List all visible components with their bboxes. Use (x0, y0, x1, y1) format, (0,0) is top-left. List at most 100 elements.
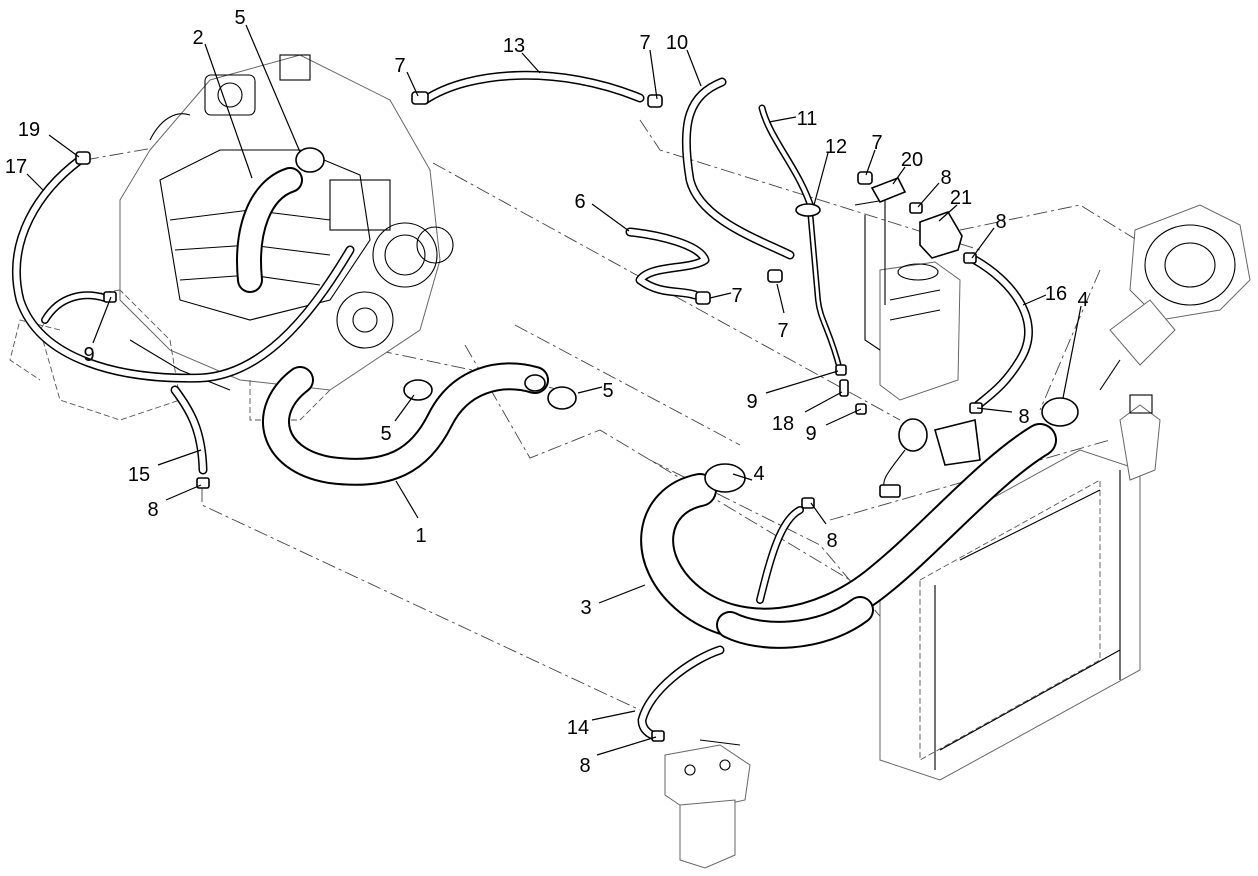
callout-number: 7 (871, 132, 882, 154)
air-cleaner (1099, 204, 1251, 391)
leader-line (976, 407, 1013, 413)
leader-line (776, 283, 785, 314)
callout-c9a: 9 (83, 296, 112, 366)
callout-c8e: 8 (147, 484, 202, 521)
callout-number: 5 (234, 7, 245, 29)
leader-line (395, 480, 419, 519)
callout-c12: 12 (813, 136, 847, 206)
water-separator (664, 739, 751, 869)
callout-number: 9 (746, 391, 757, 413)
callout-number: 17 (5, 156, 27, 178)
callout-number: 8 (940, 167, 951, 189)
callout-number: 4 (1077, 289, 1088, 311)
leader-line (598, 584, 646, 604)
callout-number: 8 (826, 530, 837, 552)
leader-line (709, 292, 732, 299)
callout-number: 7 (394, 55, 405, 77)
leader-line (92, 296, 112, 344)
leader-line (245, 24, 301, 153)
callout-c17: 17 (5, 156, 44, 191)
callout-c6: 6 (574, 191, 630, 232)
leader-line (765, 370, 839, 394)
engine-block (9, 54, 454, 421)
leader-line (48, 134, 80, 158)
callout-number: 1 (415, 525, 426, 547)
callout-number: 15 (128, 464, 150, 486)
callout-number: 19 (18, 119, 40, 141)
leader-line (406, 71, 419, 97)
leader-line (865, 149, 876, 176)
callout-number: 11 (797, 108, 818, 130)
leader-line (938, 204, 958, 222)
callout-number: 8 (1018, 406, 1029, 428)
callout-c7b: 7 (639, 32, 658, 100)
callout-number: 5 (380, 423, 391, 445)
callout-c2: 2 (192, 27, 253, 179)
callout-c14: 14 (567, 710, 636, 739)
callout-layer: 1234455567777788888899910111213141516171… (5, 7, 1089, 777)
callout-c7c: 7 (709, 285, 743, 307)
leader-line (165, 484, 202, 501)
leader-line (732, 473, 753, 481)
leader-line (596, 736, 657, 756)
callout-number: 10 (666, 32, 688, 54)
callout-number: 2 (192, 27, 203, 49)
callout-c20: 20 (892, 149, 923, 185)
leader-line (1062, 305, 1082, 399)
callout-c19: 19 (18, 119, 80, 158)
callout-c11: 11 (768, 108, 818, 130)
callout-c8a: 8 (917, 167, 952, 208)
leader-line (26, 173, 44, 191)
callout-number: 5 (602, 380, 613, 402)
callout-c4a: 4 (732, 463, 765, 485)
leader-line (804, 391, 843, 413)
callout-number: 18 (772, 413, 794, 435)
leader-line (686, 49, 702, 87)
callout-number: 16 (1045, 283, 1067, 305)
callout-c7e: 7 (865, 132, 883, 176)
callout-c8b: 8 (971, 211, 1007, 259)
callout-c8d: 8 (810, 502, 838, 552)
leader-line (810, 502, 827, 525)
callout-c8f: 8 (579, 736, 657, 777)
callout-number: 3 (580, 597, 591, 619)
callout-number: 13 (503, 35, 525, 57)
callout-c8c: 8 (976, 406, 1030, 428)
callout-number: 7 (777, 320, 788, 342)
callout-number: 21 (950, 187, 972, 209)
callout-number: 4 (753, 463, 764, 485)
callout-c5a: 5 (234, 7, 301, 153)
leader-line (768, 116, 797, 123)
callout-c5c: 5 (577, 380, 614, 402)
callout-number: 6 (574, 191, 585, 213)
expansion-tank (854, 199, 961, 401)
callout-c7a: 7 (394, 55, 419, 97)
callout-number: 14 (567, 717, 589, 739)
callout-c10: 10 (666, 32, 702, 87)
callout-c1: 1 (395, 480, 427, 547)
callout-number: 7 (639, 32, 650, 54)
callout-number: 9 (83, 344, 94, 366)
callout-number: 20 (901, 149, 923, 171)
callout-c16: 16 (1022, 283, 1067, 306)
callout-c9c: 9 (805, 408, 862, 445)
callout-c9b: 9 (746, 370, 839, 413)
leader-line (591, 203, 630, 232)
callout-c4b: 4 (1062, 289, 1089, 399)
callout-c3: 3 (580, 584, 646, 619)
leader-line (157, 449, 202, 466)
hoses (12, 70, 1057, 741)
leader-line (591, 710, 636, 721)
leader-line (917, 182, 940, 208)
callout-number: 7 (731, 285, 742, 307)
leader-line (521, 52, 541, 74)
callout-number: 8 (579, 755, 590, 777)
leader-line (971, 227, 995, 259)
callout-number: 9 (805, 423, 816, 445)
callout-c5b: 5 (380, 394, 415, 445)
leader-line (649, 49, 658, 100)
leader-line (825, 408, 862, 426)
callout-c21: 21 (938, 187, 972, 222)
